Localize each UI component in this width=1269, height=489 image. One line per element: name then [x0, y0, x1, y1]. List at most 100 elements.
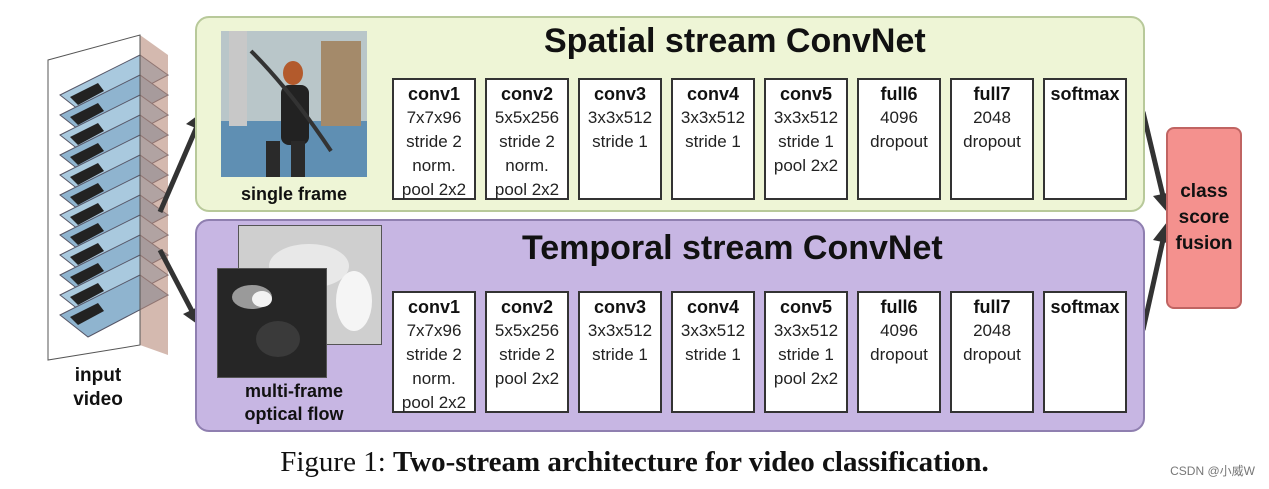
figure-caption-title: Two-stream architecture for video classi…: [393, 446, 989, 478]
layer-param: 3x3x512: [680, 321, 746, 340]
single-frame-image: [221, 31, 367, 177]
spatial-layer-softmax: softmax: [1043, 78, 1127, 200]
layer-param: stride 1: [778, 132, 834, 151]
layer-param: stride 1: [685, 132, 741, 151]
layer-param: norm.: [412, 156, 456, 175]
layer-param: norm.: [505, 156, 549, 175]
layer-name: conv1: [407, 84, 461, 104]
single-frame-caption: single frame: [240, 184, 348, 204]
layer-param: dropout: [963, 132, 1021, 151]
fusion-label: class score fusion: [1176, 179, 1233, 257]
video-frame-figure: [70, 243, 104, 265]
layer-name: conv2: [500, 84, 554, 104]
layer-name: conv1: [407, 297, 461, 317]
video-frame-figure: [70, 203, 104, 225]
temporal-layer-conv4: conv4 3x3x512 stride 1: [671, 291, 755, 413]
layer-param: 3x3x512: [680, 108, 746, 127]
layer-name: softmax: [1050, 84, 1120, 104]
layer-param: stride 2: [406, 132, 462, 151]
layer-name: conv5: [779, 84, 833, 104]
layer-param: 3x3x512: [587, 321, 653, 340]
input-video-label: input video: [58, 364, 138, 412]
temporal-layer-conv5: conv5 3x3x512 stride 1 pool 2x2: [764, 291, 848, 413]
temporal-stream-title: Temporal stream ConvNet: [522, 229, 943, 267]
video-frame-figure: [70, 283, 104, 305]
layer-param: 3x3x512: [773, 108, 839, 127]
layer-param: 7x7x96: [406, 321, 462, 340]
class-score-fusion-box: class score fusion: [1166, 127, 1242, 309]
layer-param: pool 2x2: [494, 180, 560, 199]
layer-param: 3x3x512: [773, 321, 839, 340]
video-frame-figure: [70, 103, 104, 125]
optical-flow-caption-line2: optical flow: [244, 404, 344, 424]
layer-name: conv5: [779, 297, 833, 317]
video-frame-figure: [70, 163, 104, 185]
layer-param: pool 2x2: [494, 369, 560, 388]
optical-flow-caption: multi-frame optical flow: [221, 380, 367, 426]
video-frame-figure: [70, 303, 104, 325]
layer-name: full7: [973, 297, 1011, 317]
layer-param: 2048: [973, 108, 1011, 127]
fusion-label-line2: score: [1178, 207, 1230, 228]
layer-param: norm.: [412, 369, 456, 388]
layer-name: full6: [880, 297, 918, 317]
spatial-layer-conv5: conv5 3x3x512 stride 1 pool 2x2: [764, 78, 848, 200]
layer-param: pool 2x2: [401, 180, 467, 199]
fusion-label-line1: class: [1180, 181, 1228, 202]
spatial-layer-full6: full6 4096 dropout: [857, 78, 941, 200]
layer-param: dropout: [963, 345, 1021, 364]
layer-param: 2048: [973, 321, 1011, 340]
layer-param: pool 2x2: [773, 156, 839, 175]
layer-name: full6: [880, 84, 918, 104]
layer-param: 4096: [880, 321, 918, 340]
layer-param: stride 1: [778, 345, 834, 364]
layer-param: stride 2: [406, 345, 462, 364]
layer-param: stride 2: [499, 345, 555, 364]
layer-param: stride 1: [685, 345, 741, 364]
layer-name: full7: [973, 84, 1011, 104]
layer-param: stride 2: [499, 132, 555, 151]
input-label-line1: input: [74, 365, 122, 386]
input-video-stack: [47, 34, 169, 361]
video-frame-figure: [70, 263, 104, 285]
video-stack-outline: [47, 34, 141, 361]
temporal-layer-full7: full7 2048 dropout: [950, 291, 1034, 413]
layer-name: conv3: [593, 84, 647, 104]
figure-caption-prefix: Figure 1:: [280, 446, 394, 478]
temporal-layer-full6: full6 4096 dropout: [857, 291, 941, 413]
layer-param: pool 2x2: [773, 369, 839, 388]
input-label-line2: video: [73, 389, 123, 410]
video-frame-figure: [70, 123, 104, 145]
layer-name: conv4: [686, 84, 740, 104]
spatial-stream-title: Spatial stream ConvNet: [544, 22, 926, 60]
video-frame-figure: [70, 83, 104, 105]
layer-param: 4096: [880, 108, 918, 127]
fusion-label-line3: fusion: [1175, 233, 1233, 254]
watermark: CSDN @小威W: [1170, 464, 1255, 478]
layer-param: stride 1: [592, 132, 648, 151]
layer-param: 5x5x256: [494, 321, 560, 340]
layer-name: conv2: [500, 297, 554, 317]
layer-name: conv4: [686, 297, 740, 317]
figure-caption: Figure 1: Two-stream architecture for vi…: [0, 446, 1269, 479]
layer-param: 3x3x512: [587, 108, 653, 127]
spatial-layer-conv2: conv2 5x5x256 stride 2 norm. pool 2x2: [485, 78, 569, 200]
temporal-layer-conv1: conv1 7x7x96 stride 2 norm. pool 2x2: [392, 291, 476, 413]
layer-param: pool 2x2: [401, 393, 467, 412]
layer-param: 5x5x256: [494, 108, 560, 127]
video-frame-figure: [70, 223, 104, 245]
temporal-layer-conv3: conv3 3x3x512 stride 1: [578, 291, 662, 413]
layer-param: stride 1: [592, 345, 648, 364]
optical-flow-caption-line1: multi-frame: [244, 381, 343, 401]
video-stack-side: [140, 35, 168, 355]
layer-name: conv3: [593, 297, 647, 317]
layer-param: dropout: [870, 345, 928, 364]
video-frame-figure: [70, 143, 104, 165]
spatial-layer-conv4: conv4 3x3x512 stride 1: [671, 78, 755, 200]
layer-param: dropout: [870, 132, 928, 151]
spatial-layer-full7: full7 2048 dropout: [950, 78, 1034, 200]
spatial-layer-conv3: conv3 3x3x512 stride 1: [578, 78, 662, 200]
temporal-layer-conv2: conv2 5x5x256 stride 2 pool 2x2: [485, 291, 569, 413]
